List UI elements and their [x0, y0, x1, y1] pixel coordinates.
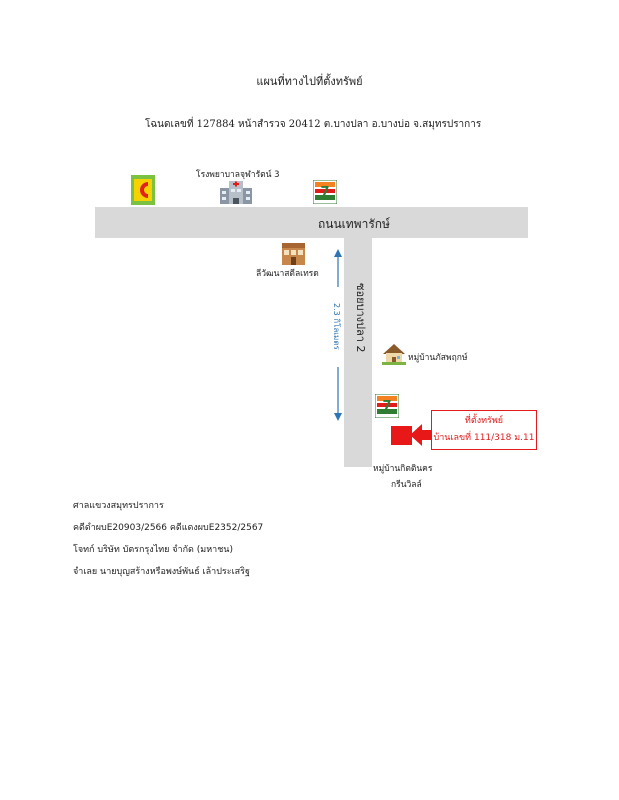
seven-eleven-icon-2: 7 — [374, 393, 400, 419]
main-road-label: ถนนเทพารักษ์ — [318, 217, 390, 231]
svg-text:7: 7 — [382, 399, 391, 414]
village-2-label-line1: หมู่บ้านกิตตินคร — [373, 464, 433, 474]
big-c-logo-icon — [131, 175, 155, 205]
house-icon — [382, 343, 406, 365]
property-label: ที่ตั้งทรัพย์ — [464, 416, 504, 426]
case-numbers: คดีดำผบE20903/2566 คดีแดงผบE2352/2567 — [73, 523, 264, 533]
main-road — [95, 207, 528, 238]
hospital-label: โรงพยาบาลจุฬารัตน์ 3 — [196, 170, 280, 180]
plaintiff: โจทก์ บริษัท บัตรกรุงไทย จำกัด (มหาชน) — [73, 545, 233, 555]
distance-label: 2.3 กิโลเมตร — [332, 303, 341, 350]
shop-label: ลีวัฒนาสตีลเทรด — [256, 269, 319, 279]
side-road-label: ซอยบางปลา 2 — [354, 283, 367, 353]
defendant: จำเลย นายบุญสร้างหรือพงษ์พันธ์ เล้าประเส… — [73, 567, 250, 577]
map-title: แผนที่ทางไปที่ตั้งทรัพย์ — [256, 75, 363, 88]
property-address: บ้านเลขที่ 111/318 ม.11 — [433, 433, 535, 443]
pointer-arrow-icon — [410, 421, 434, 449]
shop-icon — [281, 240, 306, 265]
svg-text:7: 7 — [320, 185, 329, 200]
seven-eleven-icon: 7 — [312, 179, 338, 205]
court-name: ศาลแขวงสมุทรปราการ — [73, 501, 164, 511]
village-2-label-line2: กรีนวิลล์ — [391, 480, 422, 490]
property-callout: ที่ตั้งทรัพย์ บ้านเลขที่ 111/318 ม.11 — [431, 410, 537, 450]
hospital-icon — [220, 181, 252, 204]
distance-arrow-icon — [333, 249, 343, 421]
deed-info: โฉนดเลขที่ 127884 หน้าสำรวจ 20412 ต.บางป… — [145, 119, 482, 130]
property-marker — [391, 426, 412, 445]
village-1-label: หมู่บ้านภัสพฤกษ์ — [408, 353, 468, 363]
side-road — [344, 238, 372, 467]
